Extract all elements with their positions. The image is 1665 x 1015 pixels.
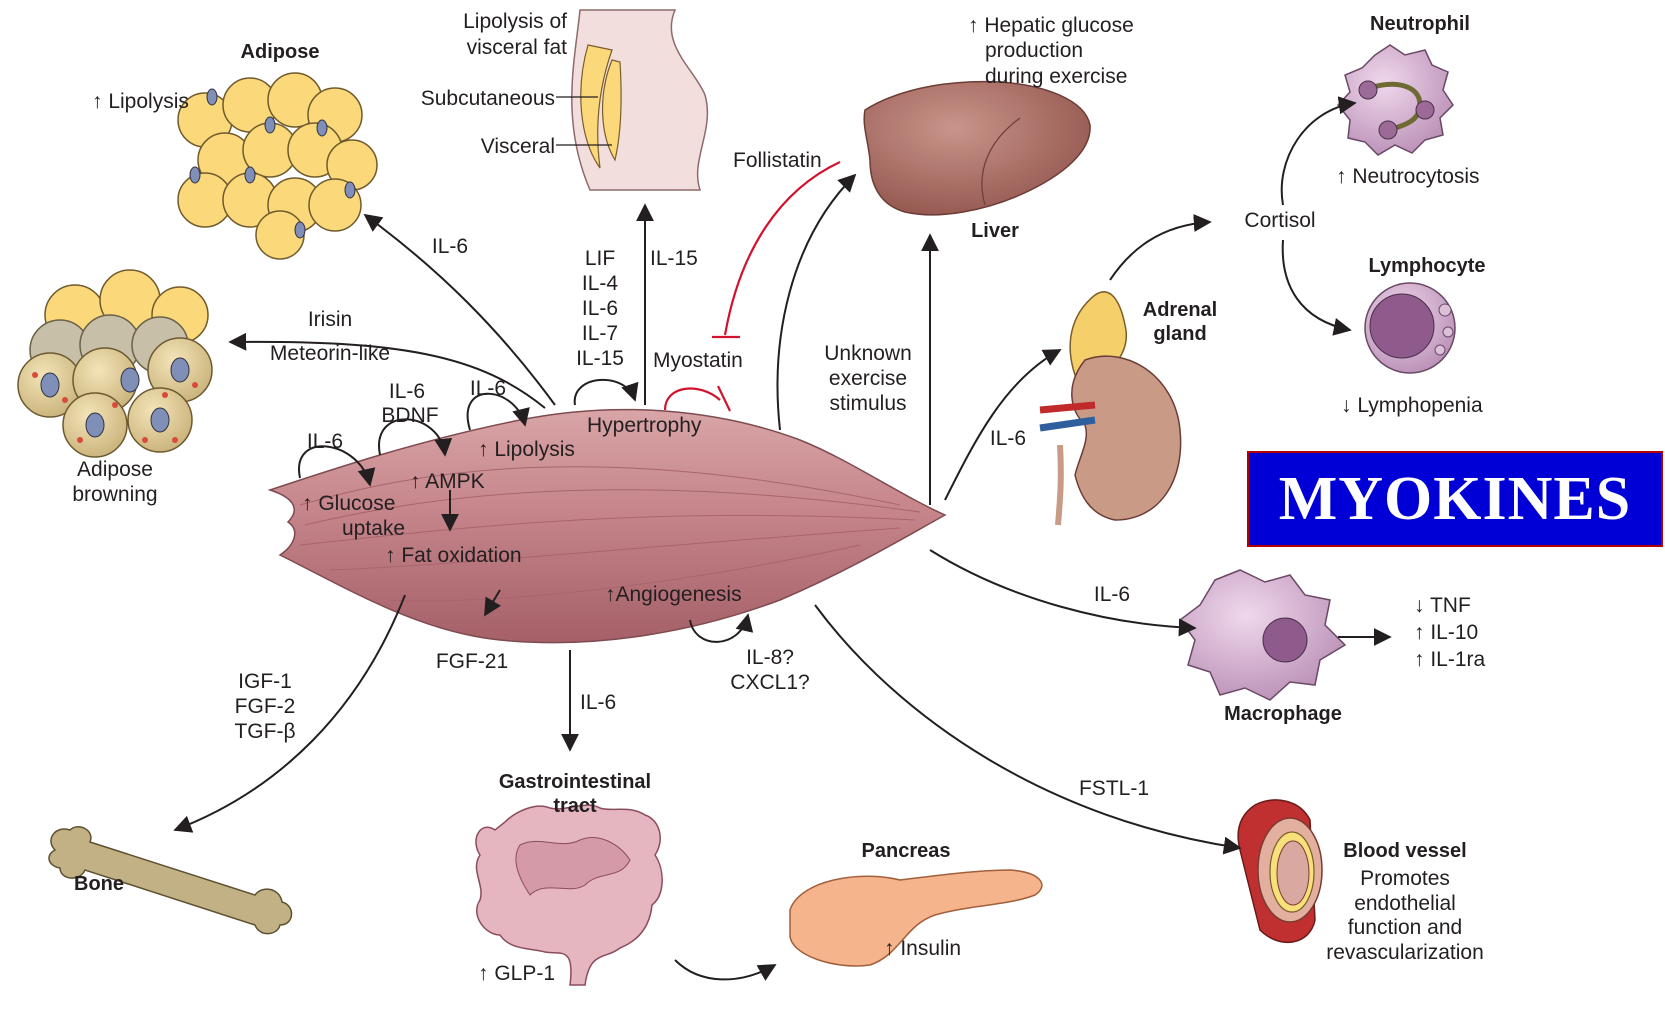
signal-il6-ampk: IL-6 [389, 380, 425, 403]
signal-cxcl1: CXCL1? [730, 671, 809, 694]
effect-visceral: Visceral [481, 135, 555, 158]
label-pancreas: Pancreas [862, 840, 951, 862]
signal-lif: LIF [585, 247, 615, 270]
effect-browning-2: browning [72, 483, 157, 506]
liver-illustration [864, 82, 1090, 215]
label-bone: Bone [74, 873, 124, 895]
effect-subcutaneous: Subcutaneous [421, 87, 555, 110]
effect-glp1: ↑ GLP-1 [478, 962, 555, 985]
effect-vessel-2: endothelial [1354, 892, 1456, 915]
effect-vessel-1: Promotes [1360, 867, 1450, 890]
signal-tgfb: TGF-β [234, 720, 295, 743]
signal-il6-macrophage: IL-6 [1094, 583, 1130, 606]
effect-hepatic-2: production [985, 39, 1083, 62]
effect-visceral-1: Lipolysis of [463, 10, 567, 33]
signal-myostatin: Myostatin [653, 349, 743, 372]
effect-tnf: ↓ TNF [1414, 594, 1471, 617]
signal-fgf21: FGF-21 [436, 650, 508, 673]
label-adipose: Adipose [241, 41, 320, 63]
effect-vessel-3: function and [1348, 916, 1462, 939]
signal-il6-adipose: IL-6 [432, 235, 468, 258]
muscle-angiogenesis: ↑Angiogenesis [605, 583, 742, 606]
effect-visceral-2: visceral fat [467, 36, 568, 59]
signal-il4: IL-4 [582, 272, 619, 295]
label-gi-2: tract [553, 795, 597, 817]
effect-il1ra: ↑ IL-1ra [1414, 648, 1486, 671]
signal-fstl1: FSTL-1 [1079, 777, 1149, 800]
signal-il7: IL-7 [582, 322, 618, 345]
myokines-banner: MYOKINES [1247, 451, 1663, 547]
muscle-ampk: ↑ AMPK [410, 470, 485, 493]
muscle-hypertrophy: Hypertrophy [587, 414, 702, 437]
label-blood-vessel: Blood vessel [1343, 840, 1466, 862]
signal-il8: IL-8? [746, 646, 794, 669]
effect-insulin: ↑ Insulin [884, 937, 961, 960]
blood-vessel-illustration [1238, 800, 1322, 942]
label-lymphocyte: Lymphocyte [1368, 255, 1485, 277]
signal-unknown-3: stimulus [829, 392, 906, 415]
effect-hepatic-1: ↑ Hepatic glucose [968, 14, 1134, 37]
signal-il6-adrenal: IL-6 [990, 427, 1026, 450]
adipose-browning-illustration [18, 270, 212, 457]
effect-lymphopenia: ↓ Lymphopenia [1341, 394, 1483, 417]
signal-fgf2: FGF-2 [235, 695, 296, 718]
effect-hepatic-3: during exercise [985, 65, 1127, 88]
adipose-cells-illustration [178, 73, 377, 259]
signal-il6-lipolysis: IL-6 [470, 377, 506, 400]
muscle-lipolysis: ↑ Lipolysis [478, 438, 575, 461]
signal-meteorin: Meteorin-like [270, 342, 390, 365]
label-neutrophil: Neutrophil [1370, 13, 1470, 35]
signal-il6-glucose: IL-6 [307, 430, 343, 453]
effect-vessel-4: revascularization [1326, 941, 1484, 964]
label-macrophage: Macrophage [1224, 703, 1342, 725]
signal-il15-up: IL-15 [650, 247, 698, 270]
label-gland: gland [1153, 323, 1206, 345]
muscle-glucose-1: ↑ Glucose [302, 492, 395, 515]
muscle-glucose-2: uptake [342, 517, 405, 540]
effect-browning-1: Adipose [77, 458, 153, 481]
macrophage-illustration [1180, 570, 1345, 700]
effect-il10: ↑ IL-10 [1414, 621, 1478, 644]
signal-il6-list: IL-6 [582, 297, 618, 320]
label-adrenal: Adrenal [1143, 299, 1217, 321]
signal-igf1: IGF-1 [238, 670, 292, 693]
signal-il15-list: IL-15 [576, 347, 624, 370]
label-gi-1: Gastrointestinal [499, 771, 651, 793]
lymphocyte-illustration [1365, 283, 1455, 373]
gi-tract-illustration [476, 805, 662, 985]
banner-title: MYOKINES [1279, 464, 1631, 535]
signal-bdnf: BDNF [381, 404, 438, 427]
abdomen-illustration [556, 10, 707, 190]
signal-cortisol: Cortisol [1244, 209, 1315, 232]
signal-irisin: Irisin [308, 308, 352, 331]
neutrophil-illustration [1338, 45, 1453, 155]
label-liver: Liver [971, 220, 1019, 242]
signal-unknown-1: Unknown [824, 342, 912, 365]
signal-unknown-2: exercise [829, 367, 907, 390]
inhibition-lines [665, 162, 840, 411]
signal-follistatin: Follistatin [733, 149, 822, 172]
effect-neutrocytosis: ↑ Neutrocytosis [1336, 165, 1480, 188]
muscle-fat-oxidation: ↑ Fat oxidation [385, 544, 522, 567]
signal-il6-gi: IL-6 [580, 691, 616, 714]
effect-lipolysis-adipose: ↑ Lipolysis [92, 90, 189, 113]
